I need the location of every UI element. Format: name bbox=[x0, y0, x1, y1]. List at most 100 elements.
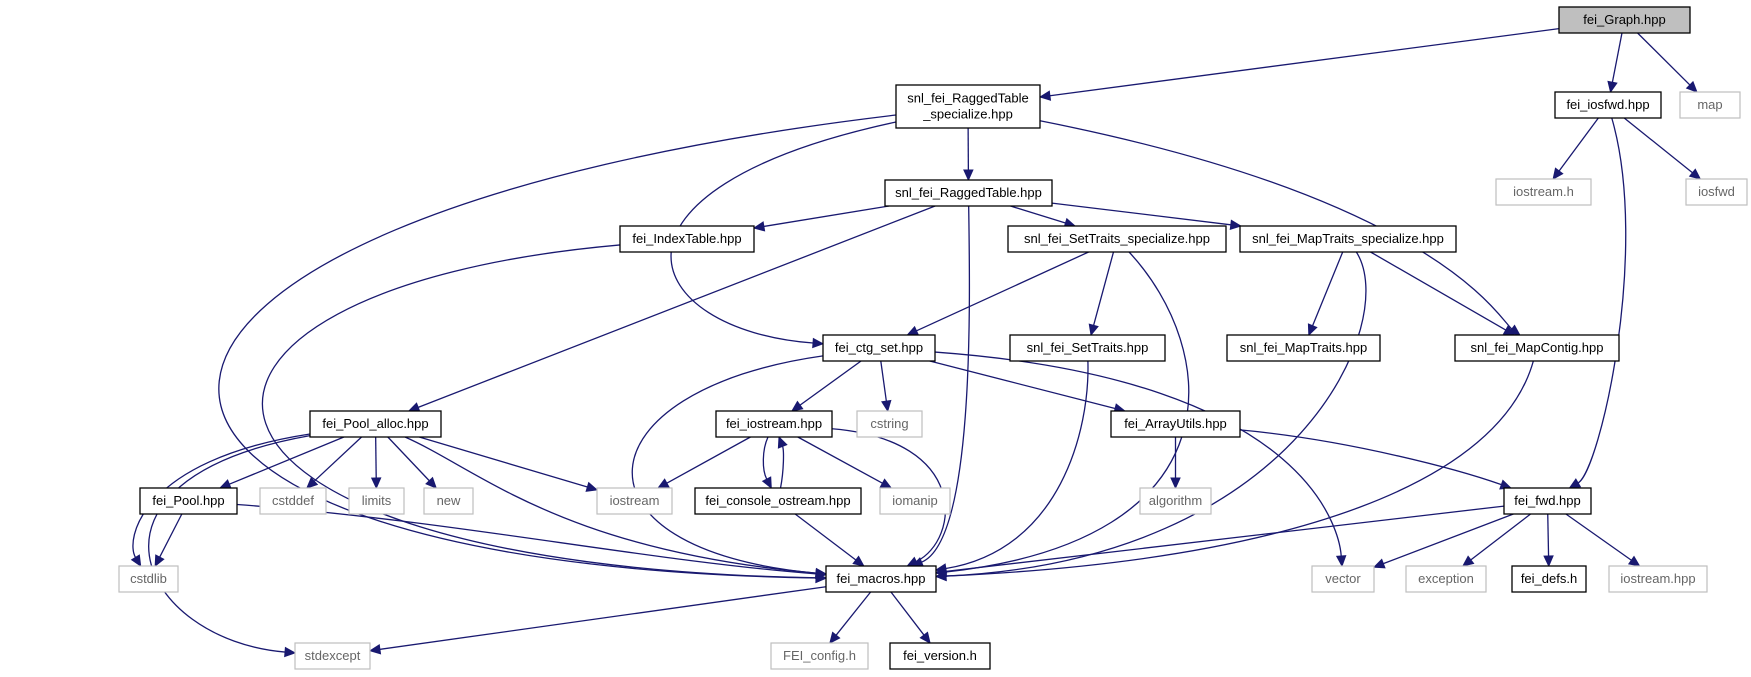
arrowhead-pool_alloc-to-cstdlib bbox=[130, 554, 142, 568]
edge-pool_alloc-to-cstddef bbox=[313, 436, 363, 482]
arrowhead-fei_iostream-to-iomanip bbox=[879, 478, 893, 489]
edge-ragged_spec-to-mapcontig bbox=[1039, 120, 1513, 330]
node-label: fei_iosfwd.hpp bbox=[1566, 97, 1649, 112]
node-ragged[interactable]: snl_fei_RaggedTable.hpp bbox=[884, 179, 1053, 207]
edge-ctg_set-to-cstring bbox=[880, 360, 887, 402]
edge-fei_iostream-to-iomanip bbox=[797, 436, 883, 484]
node-map: map bbox=[1679, 91, 1741, 119]
arrowhead-ragged_spec-to-ctg_set bbox=[812, 337, 825, 349]
node-ctg-set[interactable]: fei_ctg_set.hpp bbox=[822, 334, 936, 362]
node-fei-defs[interactable]: fei_defs.h bbox=[1511, 565, 1587, 593]
node-box bbox=[348, 487, 405, 515]
arrowhead-ctg_set-to-vector bbox=[1335, 555, 1347, 568]
node-settraits-spec[interactable]: snl_fei_SetTraits_specialize.hpp bbox=[1007, 225, 1227, 253]
edge-ragged-to-maptraits_spec bbox=[1051, 202, 1231, 226]
arrowhead-pool_alloc-to-cstddef bbox=[306, 476, 319, 489]
node-mapcontig[interactable]: snl_fei_MapContig.hpp bbox=[1454, 334, 1620, 362]
node-fei-macros[interactable]: fei_macros.hpp bbox=[825, 565, 937, 593]
edge-fei_fwd-to-exception bbox=[1470, 513, 1531, 561]
node-fei-version[interactable]: fei_version.h bbox=[889, 642, 991, 670]
node-label: fei_iostream.hpp bbox=[726, 416, 822, 431]
node-settraits[interactable]: snl_fei_SetTraits.hpp bbox=[1009, 334, 1166, 362]
node-box bbox=[423, 487, 474, 515]
node-box bbox=[1239, 225, 1457, 253]
node-box bbox=[139, 487, 238, 515]
node-box bbox=[1558, 6, 1691, 34]
edge-fei_graph-to-fei_iosfwd bbox=[1611, 32, 1623, 83]
node-pool-alloc[interactable]: fei_Pool_alloc.hpp bbox=[309, 410, 442, 438]
node-box bbox=[294, 642, 371, 670]
node-fei-graph[interactable]: fei_Graph.hpp bbox=[1558, 6, 1691, 34]
edge-fei_iosfwd-to-iostream_h bbox=[1558, 117, 1599, 172]
node-iosfwd: iosfwd bbox=[1685, 178, 1748, 206]
node-label: snl_fei_MapTraits.hpp bbox=[1240, 340, 1367, 355]
node-label: snl_fei_SetTraits_specialize.hpp bbox=[1024, 231, 1210, 246]
node-label: iostream bbox=[610, 493, 660, 508]
node-label: snl_fei_SetTraits.hpp bbox=[1027, 340, 1149, 355]
node-box bbox=[619, 225, 755, 253]
edge-maptraits_spec-to-fei_macros bbox=[945, 251, 1367, 577]
edge-arrayutils-to-fei_fwd bbox=[1239, 429, 1502, 486]
node-label: _specialize.hpp bbox=[922, 107, 1013, 122]
edge-ctg_set-to-fei_iostream bbox=[799, 360, 862, 406]
arrowhead-fei_macros-to-fei_config bbox=[829, 631, 841, 644]
node-label: cstddef bbox=[272, 493, 314, 508]
node-fei-fwd[interactable]: fei_fwd.hpp bbox=[1503, 487, 1592, 515]
node-maptraits-spec[interactable]: snl_fei_MapTraits_specialize.hpp bbox=[1239, 225, 1457, 253]
node-box bbox=[309, 410, 442, 438]
node-fei-iostream[interactable]: fei_iostream.hpp bbox=[715, 410, 833, 438]
node-label: fei_defs.h bbox=[1521, 571, 1577, 586]
node-console-ostream[interactable]: fei_console_ostream.hpp bbox=[694, 487, 862, 515]
edge-fei_macros-to-fei_config bbox=[835, 591, 872, 636]
edge-ragged_spec-to-fei_macros bbox=[218, 114, 897, 579]
edge-fei_iostream-to-console_ostream bbox=[762, 436, 769, 480]
node-box bbox=[1311, 565, 1375, 593]
node-label: iostream.hpp bbox=[1620, 571, 1695, 586]
edge-fei_iosfwd-to-iosfwd bbox=[1623, 117, 1693, 174]
node-ragged-spec[interactable]: snl_fei_RaggedTable_specialize.hpp bbox=[895, 84, 1041, 129]
node-label: fei_console_ostream.hpp bbox=[705, 493, 850, 508]
node-label: fei_macros.hpp bbox=[837, 571, 926, 586]
edge-ragged_spec-to-ctg_set bbox=[670, 121, 897, 344]
node-label: fei_version.h bbox=[903, 648, 977, 663]
arrowhead-pool_alloc-to-limits bbox=[370, 477, 382, 490]
edge-fei_pool-to-fei_macros bbox=[236, 503, 817, 575]
node-box bbox=[1009, 334, 1166, 362]
arrowhead-ragged-to-pool_alloc bbox=[407, 402, 421, 413]
node-label: fei_ctg_set.hpp bbox=[835, 340, 923, 355]
edge-pool_alloc-to-iostream bbox=[419, 436, 588, 488]
node-label: FEI_config.h bbox=[783, 648, 856, 663]
node-label: stdexcept bbox=[305, 648, 361, 663]
arrowhead-console_ostream-to-fei_iostream bbox=[777, 435, 788, 449]
node-fei-iosfwd[interactable]: fei_iosfwd.hpp bbox=[1554, 91, 1662, 119]
node-box bbox=[1110, 410, 1241, 438]
arrowhead-fei_graph-to-fei_iosfwd bbox=[1607, 80, 1618, 94]
node-box bbox=[259, 487, 327, 515]
edge-ctg_set-to-fei_macros bbox=[631, 355, 824, 574]
edge-ctg_set-to-vector bbox=[934, 351, 1342, 557]
node-label: snl_fei_MapContig.hpp bbox=[1471, 340, 1604, 355]
node-label: map bbox=[1697, 97, 1722, 112]
node-label: fei_Graph.hpp bbox=[1583, 12, 1665, 27]
node-cstring: cstring bbox=[856, 410, 923, 438]
node-indextable[interactable]: fei_IndexTable.hpp bbox=[619, 225, 755, 253]
node-label: iosfwd bbox=[1698, 184, 1735, 199]
node-label: vector bbox=[1325, 571, 1361, 586]
arrowhead-console_ostream-to-fei_macros bbox=[852, 555, 865, 567]
node-box bbox=[1608, 565, 1708, 593]
arrowhead-fei_fwd-to-iostream_hpp bbox=[1627, 555, 1641, 567]
arrowhead-fei_graph-to-ragged_spec bbox=[1038, 90, 1052, 101]
node-iostream-h: iostream.h bbox=[1495, 178, 1592, 206]
node-algorithm: algorithm bbox=[1139, 487, 1212, 515]
node-box bbox=[1007, 225, 1227, 253]
edge-settraits_spec-to-ctg_set bbox=[916, 251, 1089, 332]
node-maptraits[interactable]: snl_fei_MapTraits.hpp bbox=[1226, 334, 1381, 362]
node-box bbox=[1685, 178, 1748, 206]
edge-fei_pool-to-cstdlib bbox=[159, 513, 183, 558]
node-box bbox=[1405, 565, 1487, 593]
arrowhead-pool_alloc-to-fei_pool bbox=[218, 479, 232, 489]
node-new: new bbox=[423, 487, 474, 515]
node-fei-pool[interactable]: fei_Pool.hpp bbox=[139, 487, 238, 515]
arrowhead-fei_iostream-to-iostream bbox=[656, 478, 670, 489]
node-arrayutils[interactable]: fei_ArrayUtils.hpp bbox=[1110, 410, 1241, 438]
